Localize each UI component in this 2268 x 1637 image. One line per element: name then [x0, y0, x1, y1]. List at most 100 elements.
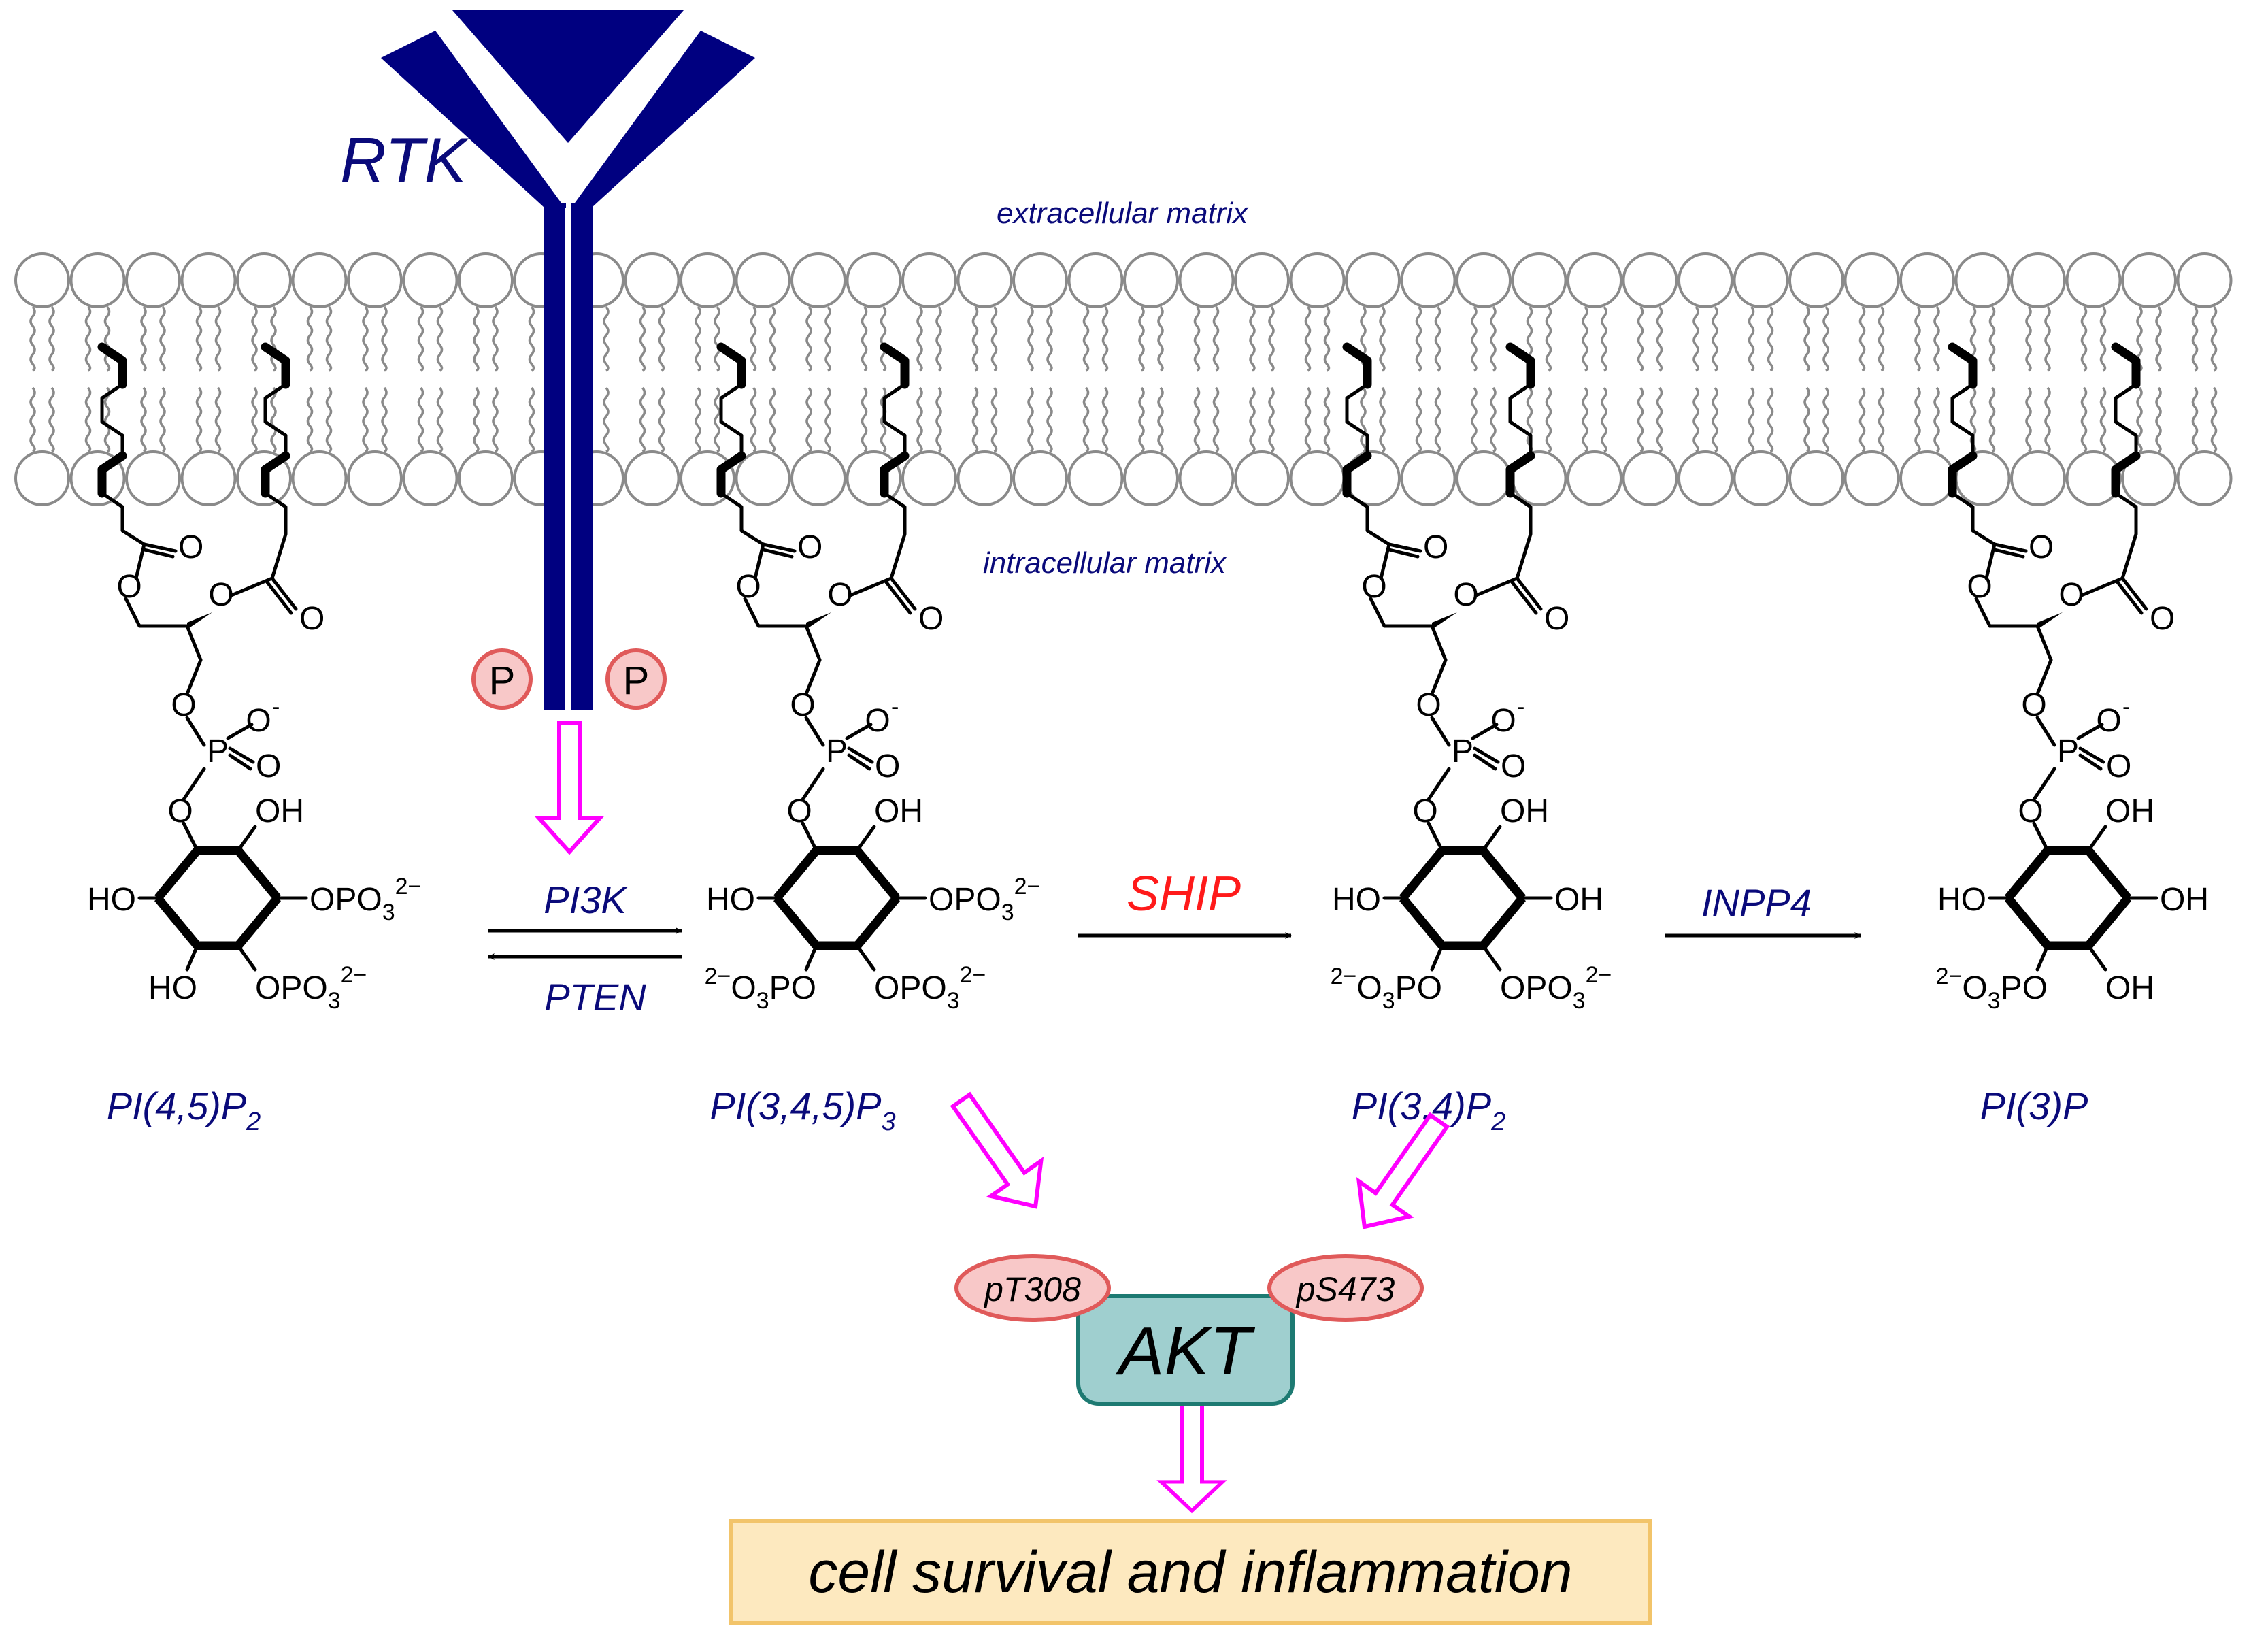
- lipid-tail: [1601, 305, 1607, 372]
- lipid-head-upper: [69, 252, 126, 308]
- lipid-tail: [1822, 305, 1829, 372]
- lipid-tail: [658, 386, 665, 453]
- lipid-tail: [1249, 305, 1256, 372]
- lipid-head-lower: [1123, 450, 1179, 506]
- hydroxyl-c5: OH: [1554, 882, 1603, 918]
- lipid-tail: [362, 386, 369, 453]
- hydroxyl-c2: OH: [874, 793, 923, 829]
- lipid-head-lower: [1067, 450, 1124, 506]
- lipid-tail: [695, 305, 701, 372]
- lipid-tail: [1656, 386, 1663, 453]
- lipid-head-upper: [735, 252, 791, 308]
- lipid-tail: [1914, 386, 1921, 453]
- phosphate-o: O: [167, 793, 193, 829]
- pt308-label: pT308: [983, 1270, 1081, 1308]
- lipid-tail: [1138, 386, 1145, 453]
- phosphate-o: O: [2018, 793, 2043, 829]
- lipid-tail: [325, 386, 333, 453]
- lipid-head-upper: [1567, 252, 1622, 308]
- lipid-tail: [935, 386, 942, 453]
- lipid-head-upper: [458, 252, 514, 308]
- lipid-head-lower: [402, 450, 458, 506]
- lipid-head-upper: [1844, 252, 1900, 308]
- lipid-tail: [1157, 386, 1164, 453]
- lipid-tail: [2025, 305, 2032, 372]
- lipid-head-lower: [1844, 450, 1900, 506]
- lipid-head-upper: [2176, 252, 2233, 308]
- lipid-tail: [1379, 305, 1386, 372]
- carbonyl-o: O: [918, 601, 944, 637]
- lipid-head-lower: [1567, 450, 1622, 506]
- lipid-head-upper: [790, 252, 846, 308]
- phosphate-o: O: [2021, 687, 2046, 723]
- outcome-label: cell survival and inflammation: [808, 1540, 1572, 1605]
- lipid-tail: [1046, 305, 1053, 372]
- lipid-tail: [805, 305, 812, 372]
- lipid-tail: [1027, 386, 1034, 453]
- lipid-tail: [971, 386, 979, 453]
- lipid-head-upper: [1400, 252, 1456, 308]
- lipid-tail: [1803, 305, 1810, 372]
- intracellular-label: intracellular matrix: [983, 546, 1227, 580]
- phosphate-o-minus: O: [1490, 703, 1516, 739]
- lipid-tail: [1360, 305, 1367, 372]
- lipid-head-upper: [1899, 252, 1955, 308]
- phosphate-o-minus: O: [2096, 703, 2121, 739]
- ester-o: O: [1967, 569, 1992, 605]
- lipid-head-lower: [2121, 450, 2177, 506]
- lipid-tail: [1582, 386, 1588, 453]
- lipid-head-upper: [402, 252, 458, 308]
- lipid-tail: [1268, 305, 1275, 372]
- lipid-tail: [159, 305, 166, 372]
- lipid-head-upper: [180, 252, 237, 308]
- lipid-tail: [325, 305, 333, 372]
- carbonyl-o: O: [178, 529, 203, 565]
- lipid-tail: [695, 386, 701, 453]
- lipid-head-lower: [1733, 450, 1789, 506]
- lipid-tail: [1323, 305, 1331, 372]
- lipid-tail: [381, 386, 388, 453]
- phosphate-o: O: [256, 748, 281, 784]
- lipid-tail: [1933, 305, 1940, 372]
- lipid-head-upper: [2065, 252, 2122, 308]
- outcome-box: [729, 1519, 1652, 1625]
- hydroxyl-c6: HO: [706, 882, 755, 918]
- lipid-tail: [1490, 386, 1497, 453]
- lipid-tail: [270, 305, 277, 372]
- lipid-head-upper: [291, 252, 348, 308]
- lipid-tail: [1268, 386, 1275, 453]
- lipid-head-upper: [2010, 252, 2066, 308]
- lipid-head-lower: [1899, 450, 1955, 506]
- lipid-head-lower: [1012, 450, 1068, 506]
- lipid-bilayer: [14, 252, 2233, 506]
- carbonyl-o: O: [1423, 529, 1448, 565]
- lipid-tail: [473, 386, 480, 453]
- ester-o: O: [208, 577, 233, 613]
- lipid-tail: [714, 305, 720, 372]
- lipid-tail: [1471, 386, 1478, 453]
- lipid-tail: [861, 305, 868, 372]
- lipid-tail: [1082, 386, 1090, 453]
- lipid-tail: [2099, 305, 2107, 372]
- lipid-head-upper: [1456, 252, 1512, 308]
- lipid-head-upper: [846, 252, 902, 308]
- lipid-tail: [603, 386, 610, 453]
- rtk-receptor: [381, 10, 755, 710]
- phosphate-o-minus: O: [246, 703, 271, 739]
- lipid-tail: [436, 386, 444, 453]
- lipid-tail: [2080, 386, 2088, 453]
- lipid-tail: [2136, 386, 2143, 453]
- ship-label: SHIP: [1127, 867, 1241, 921]
- lipid-head-upper: [1678, 252, 1733, 308]
- lipid-tail: [1858, 305, 1866, 372]
- akt-label: AKT: [1116, 1313, 1255, 1389]
- akt-site-ps473: pS473: [1267, 1254, 1424, 1322]
- lipid-head-lower: [1178, 450, 1235, 506]
- lipid-head-upper: [1012, 252, 1068, 308]
- lipid-head-lower: [291, 450, 348, 506]
- lipid-tail: [1692, 305, 1699, 372]
- lipid-tail: [1933, 386, 1940, 453]
- lipid-tail: [916, 305, 923, 372]
